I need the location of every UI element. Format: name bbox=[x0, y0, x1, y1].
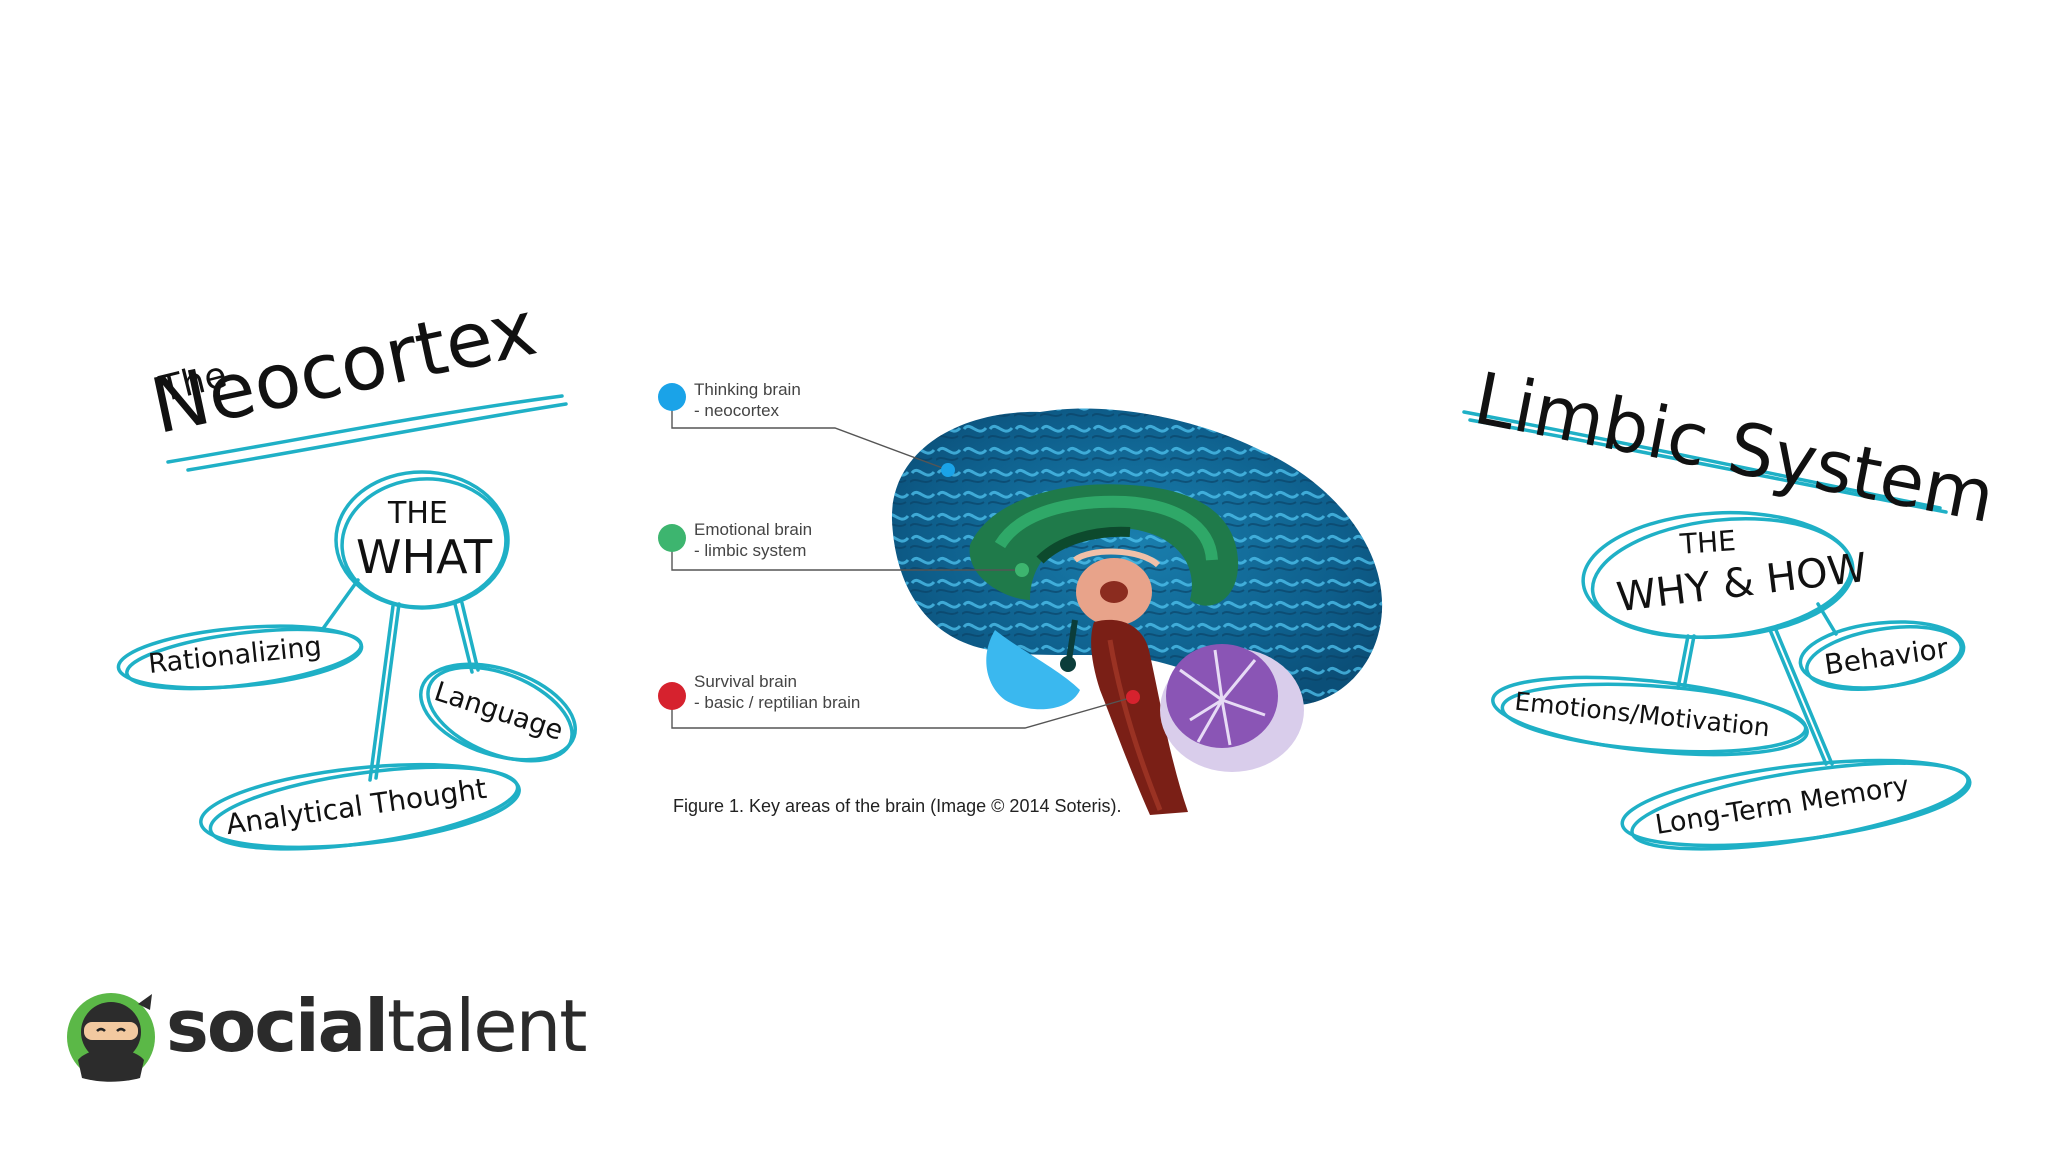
legend-thinking-line1: Thinking brain bbox=[694, 380, 801, 399]
what-hub-line2: WHAT bbox=[356, 530, 493, 584]
neocortex-underline bbox=[166, 394, 564, 464]
logo-wordmark-social: social bbox=[166, 984, 389, 1068]
legend-thinking-line2: - neocortex bbox=[694, 401, 780, 420]
temporal-lobe bbox=[986, 630, 1080, 710]
what-hub-line1: THE bbox=[388, 496, 448, 531]
legend-emotional-line2: - limbic system bbox=[694, 541, 807, 560]
thinking-brain-dot bbox=[658, 383, 686, 411]
language-ellipse bbox=[419, 662, 577, 762]
figure-caption: Figure 1. Key areas of the brain (Image … bbox=[673, 796, 1122, 816]
logo-wordmark-talent: talent bbox=[386, 984, 588, 1068]
limbic-underline bbox=[1462, 410, 1942, 510]
logo-wordmark: socialtalent bbox=[166, 984, 588, 1068]
survival-brain-dot bbox=[658, 682, 686, 710]
legend-survival-line1: Survival brain bbox=[694, 672, 797, 691]
emotional-brain-dot bbox=[658, 524, 686, 552]
legend-emotional-line1: Emotional brain bbox=[694, 520, 813, 539]
legend-survival-line2: - basic / reptilian brain bbox=[694, 693, 861, 712]
